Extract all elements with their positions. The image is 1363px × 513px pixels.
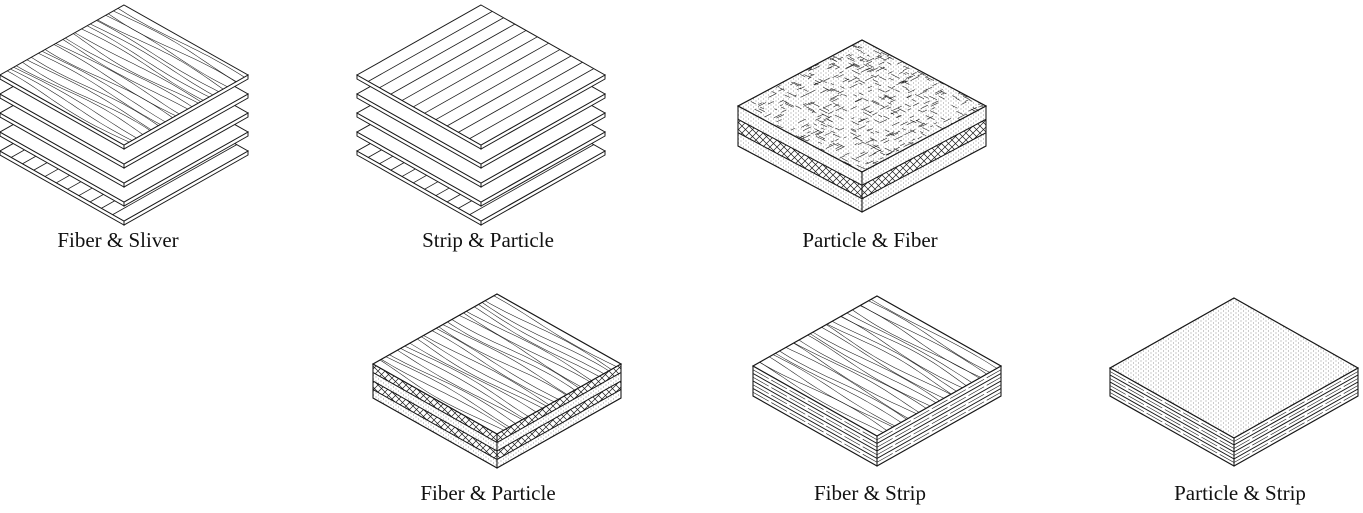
label-particle-strip: Particle & Strip	[1174, 481, 1306, 505]
label-particle-fiber: Particle & Fiber	[802, 228, 938, 252]
panel-fiber-particle	[371, 293, 623, 469]
label-fiber-sliver: Fiber & Sliver	[57, 228, 179, 252]
label-strip-particle: Strip & Particle	[422, 228, 554, 252]
panel-particle-strip	[1108, 297, 1360, 467]
label-fiber-strip: Fiber & Strip	[813, 481, 927, 505]
label-fiber-particle: Fiber & Particle	[420, 481, 556, 505]
panel-strip-particle	[355, 4, 607, 226]
panel-fiber-sliver	[0, 4, 250, 226]
panel-particle-fiber	[736, 39, 988, 213]
panel-fiber-strip	[751, 295, 1003, 467]
